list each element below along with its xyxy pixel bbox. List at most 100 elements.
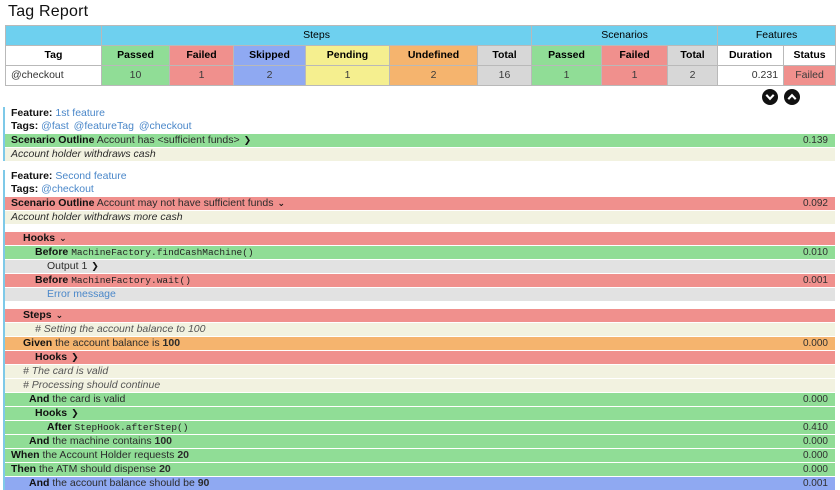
comment-text: # The card is valid (23, 365, 109, 377)
step-keyword: And (29, 477, 50, 489)
cell-steps-total: 16 (476, 65, 533, 86)
column-header-steps-total[interactable]: Total (476, 45, 533, 66)
comment-text: # Processing should continue (23, 379, 161, 391)
group-header-row[interactable]: Hooks❯ (5, 351, 835, 364)
step-text: the Account Holder requests (42, 449, 178, 461)
step-value: 90 (197, 477, 210, 489)
scenario-name: Account has <sufficient funds> (96, 134, 240, 146)
group-header-steps: Steps (100, 25, 533, 46)
comment-row[interactable]: # Setting the account balance to 100 (5, 323, 835, 336)
scenario-name: Account may not have sufficient funds (96, 197, 274, 209)
tag-link[interactable]: @featureTag (73, 120, 134, 132)
error-row[interactable]: Error message (5, 288, 835, 301)
cell-steps-skipped: 2 (233, 65, 306, 86)
row-duration: 0.000 (802, 436, 828, 447)
step-keyword: When (11, 449, 40, 461)
feature-tags: Tags: @fast @featureTag @checkout (5, 120, 835, 133)
cell-status: Failed (783, 65, 837, 86)
hook-row[interactable]: After StepHook.afterStep()0.410 (5, 421, 835, 434)
chevron-icon[interactable]: ❯ (243, 135, 252, 145)
step-row[interactable]: And the account balance should be 90 0.00… (5, 477, 835, 490)
output-row[interactable]: Output 1❯ (5, 260, 835, 273)
group-label: Hooks (23, 232, 56, 244)
cell-steps-passed: 10 (101, 65, 170, 86)
column-header-steps-passed[interactable]: Passed (101, 45, 170, 66)
chevron-icon[interactable]: ❯ (91, 261, 99, 271)
column-header-scenarios-failed[interactable]: Failed (601, 45, 669, 66)
row-duration: 0.010 (802, 247, 828, 258)
feature-name-link[interactable]: Second feature (55, 170, 127, 182)
scenario-row[interactable]: Scenario Outline Account may not have su… (5, 197, 835, 210)
hook-keyword: After (47, 421, 72, 433)
summary-column-header-row: Tag Passed Failed Skipped Pending Undefi… (5, 45, 837, 66)
step-keyword: Given (23, 337, 53, 349)
cell-scenarios-total: 2 (667, 65, 719, 86)
group-header-row[interactable]: Steps⌄ (5, 309, 835, 322)
collapse-all-button[interactable] (784, 89, 800, 105)
cell-steps-pending: 1 (305, 65, 390, 86)
column-header-steps-pending[interactable]: Pending (305, 45, 390, 66)
feature-meta: Feature: Second feature (5, 170, 835, 183)
chevron-up-icon (787, 93, 797, 100)
step-keyword: Then (11, 463, 37, 475)
table-row: @checkout 10 1 2 1 2 16 1 1 2 0.231 Fail… (5, 65, 837, 86)
row-duration: 0.001 (802, 478, 828, 489)
chevron-icon[interactable]: ❯ (71, 352, 79, 362)
group-header-row[interactable]: Hooks❯ (5, 407, 835, 420)
row-duration: 0.000 (802, 450, 828, 461)
step-keyword: And (29, 393, 50, 405)
column-header-duration[interactable]: Duration (717, 45, 785, 66)
hook-keyword: Before (35, 274, 69, 286)
column-header-scenarios-total[interactable]: Total (667, 45, 719, 66)
column-header-steps-skipped[interactable]: Skipped (233, 45, 306, 66)
step-keyword: And (29, 435, 50, 447)
step-value: 100 (162, 337, 181, 349)
step-value: 20 (177, 449, 190, 461)
tag-link[interactable]: @fast (41, 120, 69, 132)
row-duration: 0.139 (802, 135, 828, 146)
feature-label: Feature: (11, 107, 53, 119)
step-row[interactable]: When the Account Holder requests 20 0.000 (5, 449, 835, 462)
cell-scenarios-failed: 1 (601, 65, 669, 86)
feature-label: Feature: (11, 170, 53, 182)
hook-method: MachineFactory.findCashMachine() (71, 247, 254, 258)
cell-duration: 0.231 (717, 65, 785, 86)
summary-group-header-row: Steps Scenarios Features (5, 25, 837, 46)
tag-link[interactable]: @checkout (138, 120, 192, 132)
row-duration: 0.092 (802, 198, 828, 209)
chevron-icon[interactable]: ⌄ (59, 233, 67, 243)
group-header-row[interactable]: Hooks⌄ (5, 232, 835, 245)
column-header-tag[interactable]: Tag (5, 45, 102, 66)
column-header-steps-failed[interactable]: Failed (169, 45, 234, 66)
scenario-row[interactable]: Scenario Outline Account has <sufficient… (5, 134, 835, 147)
column-header-scenarios-passed[interactable]: Passed (531, 45, 603, 66)
comment-row[interactable]: # Processing should continue (5, 379, 835, 392)
hook-row[interactable]: Before MachineFactory.wait()0.001 (5, 274, 835, 287)
step-text: the ATM should dispense (39, 463, 160, 475)
chevron-icon[interactable]: ⌄ (55, 310, 64, 320)
group-header-features: Features (717, 25, 837, 46)
hook-row[interactable]: Before MachineFactory.findCashMachine() 0… (5, 246, 835, 259)
group-header-blank (5, 25, 102, 46)
group-label: Hooks (35, 407, 68, 419)
chevron-icon[interactable]: ❯ (71, 408, 79, 418)
error-message-link[interactable]: Error message (47, 288, 116, 300)
column-header-status[interactable]: Status (783, 45, 837, 66)
tag-link[interactable]: @checkout (41, 183, 94, 195)
comment-row[interactable]: # The card is valid (5, 365, 835, 378)
cell-tag[interactable]: @checkout (5, 65, 102, 86)
feature-name-link[interactable]: 1st feature (55, 107, 105, 119)
chevron-icon[interactable]: ⌄ (277, 198, 285, 208)
step-value: 20 (159, 463, 171, 475)
column-header-steps-undefined[interactable]: Undefined (389, 45, 478, 66)
step-text: the account balance should be (52, 477, 198, 489)
hook-keyword: Before (35, 246, 69, 258)
hook-method: MachineFactory.wait() (71, 275, 191, 286)
expand-all-button[interactable] (762, 89, 778, 105)
